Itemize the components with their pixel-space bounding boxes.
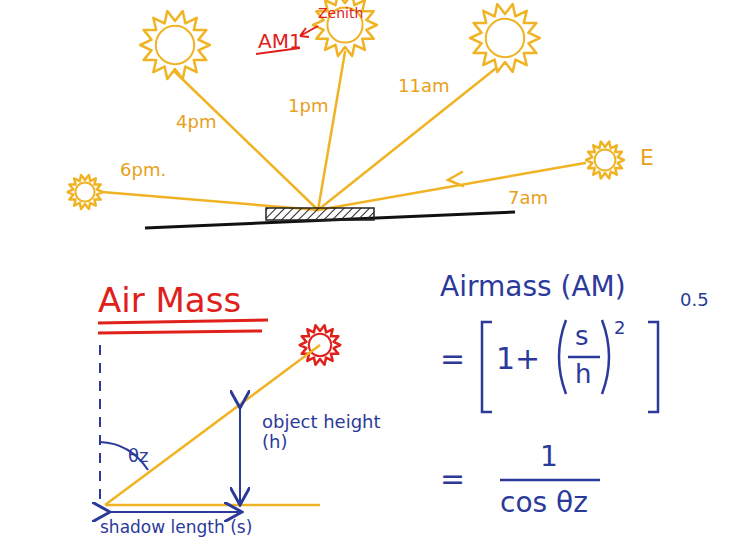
time-label: 11am: [398, 76, 449, 96]
formula-text: =: [440, 342, 465, 375]
dimension-label: object height (h): [262, 412, 402, 452]
sun: [313, 0, 377, 56]
formula-text: cos θz: [500, 488, 588, 519]
formula-text: s: [575, 322, 589, 351]
sun-disc: [75, 182, 94, 201]
formula-text: 1+: [496, 342, 540, 375]
formula-text: 2: [614, 318, 625, 338]
underline: [98, 331, 262, 333]
sun-disc: [486, 19, 524, 57]
height-arrow: [239, 406, 241, 503]
formula-text: 1: [540, 442, 558, 473]
am-label: AM1: [258, 30, 302, 52]
sun: [586, 142, 624, 179]
direction-label: E: [640, 146, 654, 170]
underline: [98, 320, 268, 323]
formula-text: =: [440, 462, 465, 495]
time-label: 4pm: [176, 112, 216, 132]
dimension-label: shadow length (s): [100, 518, 252, 537]
time-label: 7am: [508, 188, 548, 208]
sun: [68, 175, 103, 209]
formula-marks: [482, 320, 658, 480]
sun: [140, 11, 210, 79]
sun: [470, 4, 540, 72]
zenith-line: [99, 345, 101, 505]
zenith-label: Zenith: [318, 6, 363, 21]
sun-rays: [102, 52, 585, 210]
angle-arc: [100, 442, 148, 470]
formula-text: h: [575, 360, 591, 389]
pointer: [300, 26, 318, 37]
time-label: 6pm.: [120, 160, 166, 180]
heading: Air Mass: [98, 282, 241, 319]
panel: [266, 208, 374, 220]
sun-disc: [595, 150, 616, 171]
formula-text: Airmass (AM): [440, 272, 626, 303]
formula-text: 0.5: [680, 290, 709, 310]
suns: [68, 0, 624, 365]
sun-disc: [156, 26, 194, 64]
length-arrow: [108, 511, 240, 513]
angle-label: θz: [128, 446, 148, 466]
shadow: [105, 504, 320, 507]
time-label: 1pm: [288, 96, 328, 116]
